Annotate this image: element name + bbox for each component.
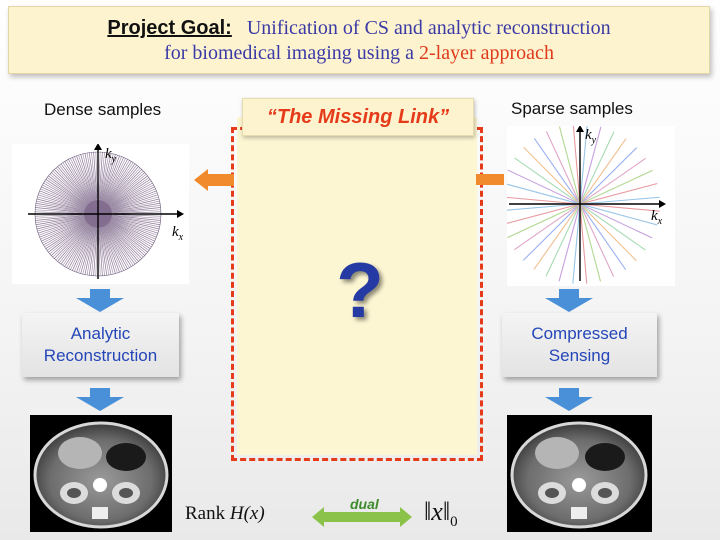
sparse-samples-plot: kx ky	[500, 124, 675, 286]
sparse-x-arrow	[659, 200, 666, 208]
analytic-line1: Analytic	[70, 324, 131, 343]
dense-y-arrow	[94, 143, 102, 150]
goal-highlight: 2-layer approach	[419, 42, 554, 64]
right-orange-arrow	[476, 174, 504, 185]
rank-expression: Rank H(x)	[185, 503, 265, 525]
dense-kspace-svg: kx ky	[28, 143, 184, 279]
sparse-radial-lines	[500, 124, 660, 284]
dense-x-arrow	[177, 210, 184, 218]
sparse-ky-label: ky	[585, 127, 597, 146]
dense-samples-label: Dense samples	[44, 100, 162, 119]
analytic-line2: Reconstruction	[43, 346, 158, 365]
sparse-kx-label: kx	[651, 208, 663, 227]
left-ct-svg	[33, 421, 169, 529]
rank-hx: H(x)	[229, 503, 265, 524]
goal-line1: Unification of CS and analytic reconstru…	[246, 17, 611, 39]
left-down-arrow-2	[76, 388, 124, 411]
sparse-kspace-svg: kx ky	[500, 124, 666, 284]
missing-link-title: “The Missing Link”	[242, 98, 474, 136]
left-ct-image	[30, 415, 172, 532]
cs-line2: Sensing	[548, 346, 611, 365]
left-down-arrow-1	[76, 289, 124, 312]
right-ct-svg	[510, 421, 648, 529]
goal-label: Project Goal:	[107, 17, 232, 39]
right-down-arrow-2	[545, 388, 593, 411]
right-ct-image	[507, 415, 652, 532]
sparse-samples-label: Sparse samples	[511, 99, 633, 118]
dense-samples-plot: kx ky	[12, 143, 189, 284]
cs-line1: Compressed	[531, 324, 628, 343]
left-orange-arrow	[194, 169, 234, 191]
goal-line2: for biomedical imaging using a	[164, 42, 420, 64]
question-mark: ?	[336, 246, 384, 334]
dual-double-arrow	[312, 507, 412, 527]
dense-kx-label: kx	[172, 224, 184, 243]
dual-label: dual	[350, 496, 379, 512]
right-down-arrow-1	[545, 289, 593, 312]
norm-expr: ‖x‖	[424, 497, 451, 526]
missing-link-panel	[237, 117, 477, 455]
norm-sub: 0	[450, 514, 458, 531]
dense-ky-label: ky	[105, 146, 117, 165]
sparse-y-arrow	[576, 125, 584, 132]
project-goal-banner: Project Goal: Unification of CS and anal…	[8, 6, 710, 74]
l0-norm: ‖x‖0	[424, 497, 458, 531]
rank-prefix: Rank	[185, 503, 230, 524]
